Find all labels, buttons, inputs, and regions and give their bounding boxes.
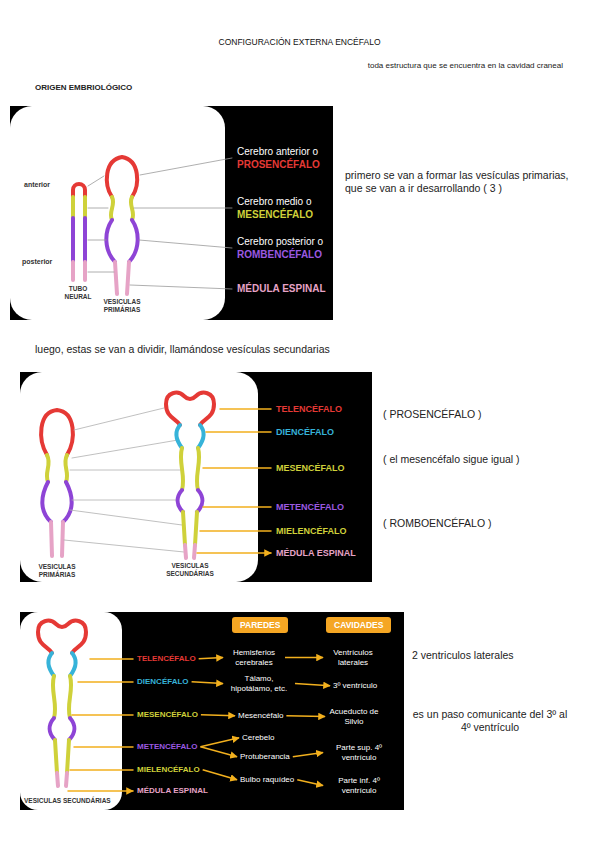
- note: 2 ventriculos laterales: [412, 649, 514, 662]
- figure-caption: TUBO NEURAL: [56, 285, 100, 301]
- wall-label: Cerebelo: [242, 733, 274, 743]
- node-text: DIENCÉFALO: [137, 677, 189, 687]
- node-text: Tálamo, hipotálamo, etc.: [226, 674, 292, 693]
- arrow-connector: [200, 747, 237, 757]
- vesicle-label: DIENCÉFALO: [137, 677, 189, 687]
- figure-primary-vesicles: [10, 106, 333, 320]
- column-header: PAREDES: [232, 617, 288, 633]
- arrow-connector: [201, 715, 235, 716]
- arrow-connector: [293, 753, 323, 757]
- part-label: MÉDULA ESPINAL: [276, 548, 356, 559]
- node-text: PAREDES: [240, 620, 280, 630]
- arrow-connector: [192, 682, 223, 684]
- vesicle-label: TELENCÉFALO: [137, 654, 196, 664]
- figure-caption: VESICULAS SECUNDÁRIAS: [150, 562, 230, 578]
- wall-label: Bulbo raquídeo: [240, 775, 294, 785]
- figure-caption: VESICULAS SECUNDÁRIAS: [24, 797, 119, 805]
- part-label: MIELENCÉFALO: [276, 526, 347, 537]
- node-text: TELENCÉFALO: [137, 654, 196, 664]
- column-header: CAVIDADES: [326, 617, 391, 633]
- arrow-connector: [285, 657, 323, 659]
- node-text: CAVIDADES: [334, 620, 383, 630]
- arrow-connector: [297, 780, 323, 786]
- node-text: MÉDULA ESPINAL: [137, 786, 208, 796]
- note: ( ROMBOENCÉFALO ): [383, 517, 492, 530]
- part-label: anterior: [24, 181, 50, 189]
- arrow-connector: [199, 658, 223, 659]
- note: luego, estas se van a dividir, llamándos…: [35, 343, 330, 356]
- part-label: Cerebro medio o: [237, 196, 311, 208]
- node-text: MIELENCÉFALO: [137, 765, 200, 775]
- node-text: Parte inf. 4º ventrículo: [326, 776, 392, 795]
- cavity-label: Parte sup. 4º ventrículo: [326, 743, 392, 762]
- arrow-connector: [200, 738, 239, 747]
- part-label: PROSENCÉFALO: [237, 159, 320, 171]
- page-title: CONFIGURACIÓN EXTERNA ENCÉFALO: [0, 37, 599, 47]
- part-label: Cerebro anterior o: [237, 146, 318, 158]
- node-text: Hemisferios cerebrales: [226, 648, 282, 667]
- node-text: Mesencéfalo: [238, 711, 283, 721]
- part-label: MESENCÉFALO: [276, 463, 345, 474]
- wall-label: Mesencéfalo: [238, 711, 283, 721]
- cavity-label: 3º ventrículo: [333, 681, 377, 691]
- section-heading: ORIGEN EMBRIOLÓGICO: [35, 83, 132, 93]
- cavity-label: Ventrículos laterales: [326, 648, 380, 667]
- part-label: DIENCÉFALO: [276, 427, 334, 438]
- cavity-label: Parte inf. 4º ventrículo: [326, 776, 392, 795]
- wall-label: Tálamo, hipotálamo, etc.: [226, 674, 292, 693]
- node-text: 3º ventrículo: [333, 681, 377, 691]
- part-label: TELENCÉFALO: [276, 404, 342, 415]
- note: ( el mesencéfalo sigue igual ): [383, 453, 520, 466]
- node-text: Bulbo raquídeo: [240, 775, 294, 785]
- vesicle-label: METENCÉFALO: [137, 742, 197, 752]
- note: es un paso comunicante del 3º al 4º vent…: [410, 708, 570, 733]
- part-label: ROMBENCÉFALO: [237, 249, 322, 261]
- node-text: Cerebelo: [242, 733, 274, 743]
- part-label: MESENCÉFALO: [237, 209, 313, 221]
- part-label: Cerebro posterior o: [237, 236, 323, 248]
- figure-caption: VESICULAS PRIMÁRIAS: [96, 298, 148, 314]
- figure-secondary-vesicles: [20, 372, 372, 582]
- cavity-label: Acueducto de Silvio: [328, 707, 380, 726]
- wall-label: Hemisferios cerebrales: [226, 648, 282, 667]
- arrow-connector: [295, 684, 330, 686]
- note: ( PROSENCÉFALO ): [383, 408, 482, 421]
- node-text: Parte sup. 4º ventrículo: [326, 743, 392, 762]
- note: toda estructura que se encuentra en la c…: [300, 61, 563, 71]
- part-label: METENCÉFALO: [276, 502, 344, 513]
- part-label: MÉDULA ESPINAL: [237, 283, 326, 295]
- vesicle-label: MESENCÉFALO: [137, 710, 198, 720]
- figure-walls-cavities: [20, 612, 404, 810]
- node-text: Acueducto de Silvio: [328, 707, 380, 726]
- vesicle-label: MIELENCÉFALO: [137, 765, 200, 775]
- wall-label: Protuberancia: [240, 752, 290, 762]
- vesicle-label: MÉDULA ESPINAL: [137, 786, 208, 796]
- node-text: Ventrículos laterales: [326, 648, 380, 667]
- arrow-connector: [203, 770, 237, 780]
- node-text: METENCÉFALO: [137, 742, 197, 752]
- figure-caption: VESICULAS PRIMÁRIAS: [31, 563, 83, 579]
- part-label: posterior: [22, 258, 52, 266]
- arrow-connector: [286, 715, 325, 717]
- note: primero se van a formar las vesículas pr…: [345, 169, 575, 194]
- node-text: Protuberancia: [240, 752, 290, 762]
- node-text: MESENCÉFALO: [137, 710, 198, 720]
